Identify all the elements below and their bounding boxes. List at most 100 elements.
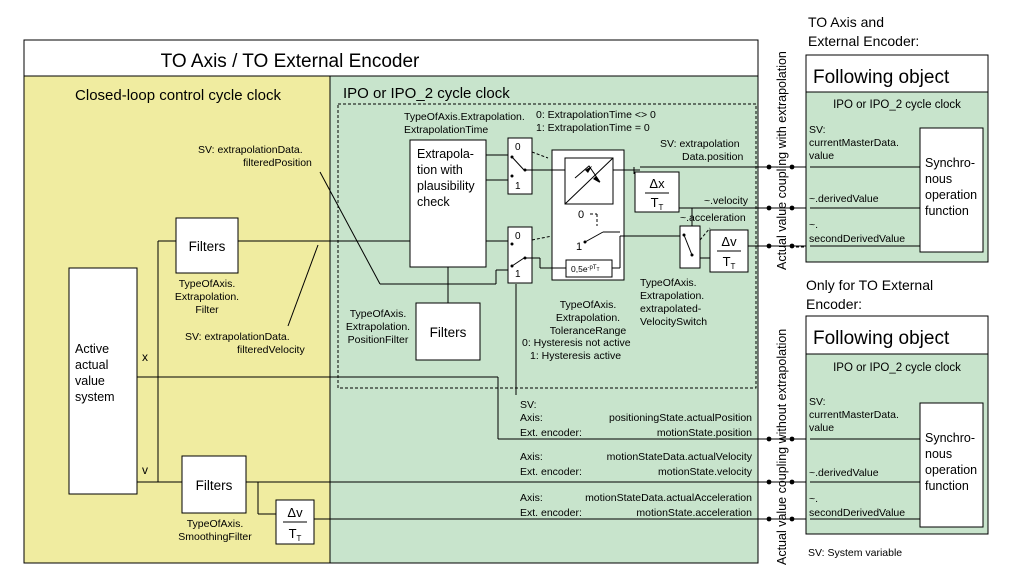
tolerance-sw-0: 0 [578,209,584,221]
velocity-switch-2: Extrapolation. [640,290,704,302]
sv-current-master-lower-1: SV: [809,396,826,408]
sync-function-upper [919,127,984,253]
dx-tt: TT [651,195,664,212]
x-label: x [142,350,148,364]
dv-tt-upper: TT [723,254,736,271]
extrapolation-line-4: check [417,195,450,209]
closed-loop-title: Closed-loop control cycle clock [75,87,281,104]
dx-label: Δx [649,176,665,191]
extrapolation-time-2: ExtrapolationTime [404,124,488,136]
velocity-switch-4: VelocitySwitch [640,316,707,328]
axis-label-1: Axis: [520,412,543,424]
ipo-clock-lower: IPO or IPO_2 cycle clock [833,362,961,374]
only-for-heading-1: Only for TO External [806,277,933,293]
dv-label-upper: Δv [721,234,737,249]
following-object-title-lower: Following object [813,328,950,349]
acceleration-label: ~.acceleration [680,212,746,224]
extrapolation-filter-2: Extrapolation. [175,291,239,303]
tolerance-range-1: TypeOfAxis. [560,299,617,311]
sync-lower-1: Synchro- [925,431,975,445]
hysteresis-0: 0: Hysteresis not active [522,337,631,349]
velocity-switch-1: TypeOfAxis. [640,277,697,289]
velocity-label: ~.velocity [704,195,749,207]
extrapolation-cond-1: 0: ExtrapolationTime <> 0 [536,109,656,121]
second-derived-lower-1: ~. [809,493,818,505]
tolerance-range-2: Extrapolation. [556,312,620,324]
active-line-3: value [75,374,105,388]
sv-current-master-upper-3: value [809,150,834,162]
position-filter-1: TypeOfAxis. [350,308,407,320]
derived-value-upper: ~.derivedValue [809,193,879,205]
dv-label-lower: Δv [287,505,303,520]
coupling-with-extrapolation: Actual value coupling with extrapolation [775,51,789,270]
dv-block-lower [275,499,315,545]
hysteresis-1: 1: Hysteresis active [530,350,621,362]
second-derived-upper-1: ~. [809,219,818,231]
to-axis-heading-2: External Encoder: [808,33,919,49]
smoothing-filter-2: SmoothingFilter [178,531,252,543]
motion-state-position: motionState.position [657,427,752,439]
motion-state-acceleration: motionState.acceleration [636,507,752,519]
smoothing-formula: 0,5e-pTT [571,264,600,274]
tolerance-range-3: ToleranceRange [550,325,627,337]
sw1-1: 1 [515,181,521,192]
second-derived-lower-2: secondDerivedValue [809,507,905,519]
ipo-clock-upper: IPO or IPO_2 cycle clock [833,99,961,111]
ext-encoder-label-2: Ext. encoder: [520,466,582,478]
position-filter-3: PositionFilter [348,334,409,346]
position-select-switch [507,226,533,284]
sv-current-master-lower-3: value [809,422,834,434]
sw1-0: 0 [515,142,521,153]
extrapolation-line-1: Extrapola- [417,147,474,161]
dx-block [634,171,680,213]
extrapolation-plausibility-block [409,139,487,268]
velocity-switch-3: extrapolated- [640,303,702,315]
filters-label-3: Filters [196,478,233,493]
motion-state-data-acceleration: motionStateData.actualAcceleration [585,492,752,504]
sv-filtered-position-2: filteredPosition [243,157,312,169]
motion-state-velocity: motionState.velocity [658,466,753,478]
active-line-1: Active [75,342,109,356]
extrapolation-filter-1: TypeOfAxis. [179,278,236,290]
sync-lower-4: function [925,479,969,493]
sw2-0: 0 [515,231,521,242]
second-derived-upper-2: secondDerivedValue [809,233,905,245]
sv-filtered-position-1: SV: extrapolationData. [198,144,303,156]
derived-value-lower: ~.derivedValue [809,467,879,479]
tolerance-sw-1: 1 [576,241,582,253]
sw2-1: 1 [515,269,521,280]
filters-label-2: Filters [430,325,467,340]
sync-upper-4: function [925,204,969,218]
sync-lower-2: nous [925,447,952,461]
dv-tt-lower: TT [289,526,302,543]
ext-encoder-label-1: Ext. encoder: [520,427,582,439]
extrapolation-time-1: TypeOfAxis.Extrapolation. [404,111,525,123]
extrapolation-filter-block [175,217,239,274]
active-line-2: actual [75,358,108,372]
v-label: v [142,463,148,477]
only-for-heading-2: Encoder: [806,296,862,312]
positioning-actual-position: positioningState.actualPosition [609,412,752,424]
extrapolation-cond-2: 1: ExtrapolationTime = 0 [536,122,650,134]
ipo-title: IPO or IPO_2 cycle clock [343,85,510,102]
footnote: SV: System variable [808,547,902,559]
extrapolation-line-2: tion with [417,163,463,177]
sync-lower-3: operation [925,463,977,477]
sv-current-master-upper-1: SV: [809,124,826,136]
ext-encoder-label-3: Ext. encoder: [520,507,582,519]
sync-upper-1: Synchro- [925,156,975,170]
sv-extrapolation-position-1: SV: extrapolation [660,138,740,150]
sv-extrapolation-position-2: Data.position [682,151,743,163]
sv-filtered-velocity-1: SV: extrapolationData. [185,331,290,343]
motion-state-data-velocity: motionStateData.actualVelocity [607,451,753,463]
smoothing-filter-block [181,455,247,514]
following-object-title-upper: Following object [813,67,950,88]
smoothing-filter-1: TypeOfAxis. [187,518,244,530]
sync-upper-3: operation [925,188,977,202]
active-line-4: system [75,390,115,404]
sv-label-lower: SV: [520,399,537,411]
active-actual-value-system [68,267,138,495]
filters-label-1: Filters [189,239,226,254]
position-filter-2: Extrapolation. [346,321,410,333]
